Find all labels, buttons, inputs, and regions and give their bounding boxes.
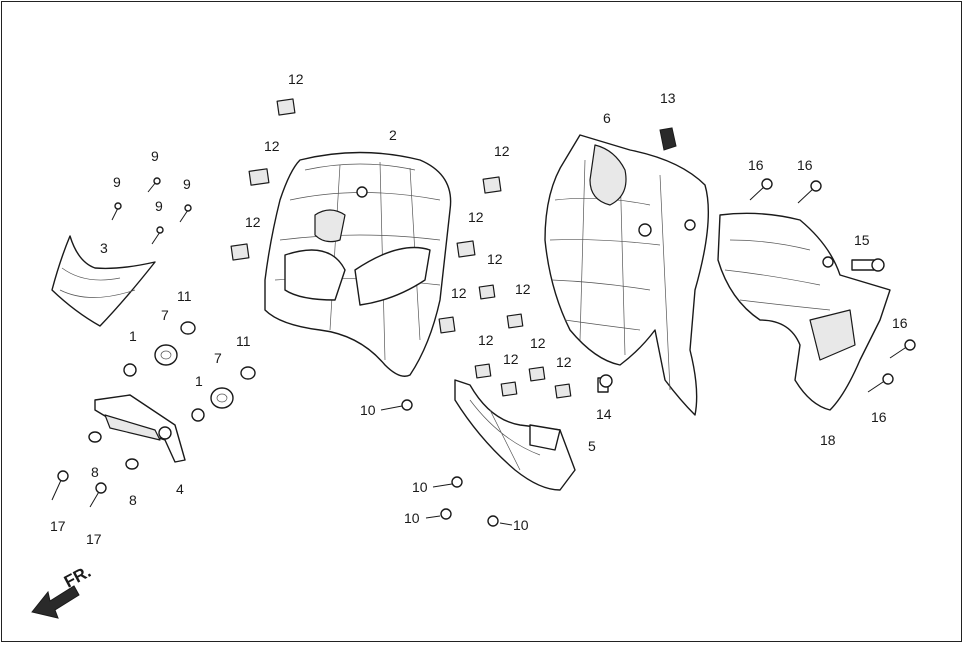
part-side-bracket <box>717 212 891 411</box>
callout-7: 7 <box>161 307 169 323</box>
callout-12: 12 <box>494 143 510 159</box>
part-bracket <box>94 394 186 463</box>
callout-9: 9 <box>155 198 163 214</box>
part-screws <box>51 177 916 527</box>
callout-5: 5 <box>588 438 596 454</box>
callout-9: 9 <box>113 174 121 190</box>
callout-10: 10 <box>513 517 529 533</box>
callout-11: 11 <box>177 288 192 304</box>
callout-8: 8 <box>91 464 99 480</box>
callout-1: 1 <box>195 373 203 389</box>
part-inner-cover <box>544 134 710 416</box>
callout-9: 9 <box>183 176 191 192</box>
callout-17: 17 <box>86 531 102 547</box>
callout-10: 10 <box>360 402 376 418</box>
part-center-lower-cover <box>454 379 576 491</box>
callout-8: 8 <box>129 492 137 508</box>
callout-9: 9 <box>151 148 159 164</box>
front-direction-label: FR. <box>61 562 94 592</box>
callout-10: 10 <box>412 479 428 495</box>
front-arrow-icon <box>31 585 80 619</box>
callout-12: 12 <box>245 214 261 230</box>
part-front-shield <box>264 151 452 377</box>
front-direction-indicator: FR. <box>31 562 94 619</box>
callout-18: 18 <box>820 432 836 448</box>
callout-labels: 12 12 12 12 12 12 12 12 12 12 12 12 2 3 … <box>50 71 908 547</box>
callout-4: 4 <box>176 481 184 497</box>
callout-6: 6 <box>603 110 611 126</box>
callout-16: 16 <box>748 157 764 173</box>
callout-12: 12 <box>503 351 519 367</box>
part-front-lower-cover <box>51 235 156 327</box>
callout-16: 16 <box>892 315 908 331</box>
callout-12: 12 <box>478 332 494 348</box>
callout-12: 12 <box>487 251 503 267</box>
callout-12: 12 <box>451 285 467 301</box>
callout-10: 10 <box>404 510 420 526</box>
callout-1: 1 <box>129 328 137 344</box>
callout-11: 11 <box>236 333 251 349</box>
callout-16: 16 <box>871 409 887 425</box>
callout-7: 7 <box>214 350 222 366</box>
callout-2: 2 <box>389 127 397 143</box>
callout-13: 13 <box>660 90 676 106</box>
callout-16: 16 <box>797 157 813 173</box>
callout-12: 12 <box>530 335 546 351</box>
callout-14: 14 <box>596 406 612 422</box>
callout-17: 17 <box>50 518 66 534</box>
callout-15: 15 <box>854 232 870 248</box>
callout-12: 12 <box>264 138 280 154</box>
part-grommets <box>88 321 256 470</box>
callout-3: 3 <box>100 240 108 256</box>
callout-12: 12 <box>515 281 531 297</box>
callout-12: 12 <box>288 71 304 87</box>
part-clips <box>230 98 677 399</box>
callout-12: 12 <box>556 354 572 370</box>
callout-12: 12 <box>468 209 484 225</box>
